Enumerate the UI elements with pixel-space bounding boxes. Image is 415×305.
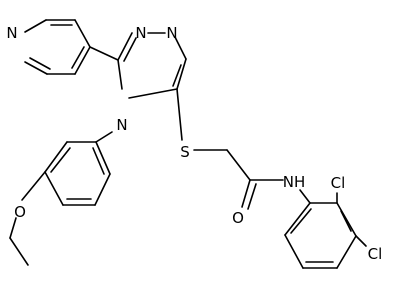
triazole-ring bbox=[117, 32, 187, 99]
pyridine-ring bbox=[24, 19, 91, 75]
bond bbox=[284, 234, 304, 269]
bond bbox=[117, 59, 123, 90]
bond bbox=[176, 88, 183, 141]
bond bbox=[74, 46, 91, 75]
bond bbox=[95, 131, 113, 143]
ethoxyphenyl-ring bbox=[44, 141, 111, 206]
bond bbox=[226, 149, 251, 181]
bond bbox=[123, 37, 137, 62]
chlorine-2-label: Cl bbox=[331, 174, 346, 192]
bond bbox=[24, 61, 48, 75]
bond bbox=[336, 235, 357, 269]
bond bbox=[92, 147, 105, 175]
bond bbox=[176, 58, 187, 90]
bond bbox=[355, 235, 367, 247]
bond bbox=[21, 171, 46, 201]
dichlorophenyl-ring bbox=[284, 202, 357, 269]
bond bbox=[9, 237, 29, 266]
bond bbox=[44, 171, 64, 206]
bond bbox=[290, 208, 312, 234]
sulfur-label: S bbox=[180, 143, 190, 161]
chlorine-3-label: Cl bbox=[368, 245, 383, 263]
bond bbox=[174, 36, 187, 60]
bond bbox=[336, 202, 357, 237]
bond bbox=[340, 210, 352, 232]
bond bbox=[247, 183, 257, 210]
bond bbox=[95, 141, 111, 175]
bond bbox=[128, 88, 178, 99]
bond bbox=[24, 19, 47, 33]
bond bbox=[117, 32, 133, 61]
triazole-n4-label: N bbox=[116, 116, 127, 134]
ether-oxygen-label: O bbox=[14, 203, 26, 221]
bond bbox=[172, 64, 182, 87]
triazole-n2-label: N bbox=[166, 24, 177, 42]
bond bbox=[241, 179, 251, 208]
carbonyl-oxygen-label: O bbox=[232, 209, 244, 227]
bond bbox=[94, 173, 111, 206]
bond bbox=[74, 19, 91, 48]
amide-nh-label: NH bbox=[283, 173, 306, 191]
bond bbox=[89, 46, 119, 61]
bond bbox=[29, 57, 51, 70]
bond bbox=[284, 202, 311, 236]
bond bbox=[9, 217, 17, 239]
bond bbox=[299, 189, 311, 204]
bond bbox=[71, 46, 85, 69]
pyridine-n-label: N bbox=[6, 24, 17, 42]
bond bbox=[44, 141, 68, 173]
bond bbox=[50, 147, 71, 173]
triazole-n1-label: N bbox=[135, 24, 146, 42]
